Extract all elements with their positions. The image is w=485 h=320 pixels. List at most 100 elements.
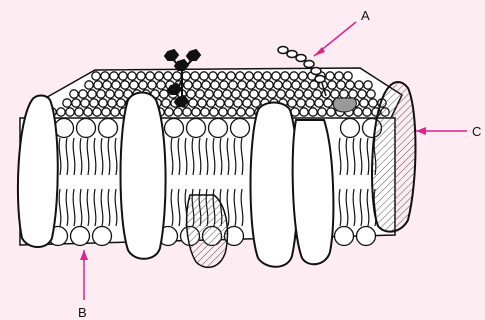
surface-head [192, 108, 200, 116]
surface-head [211, 81, 219, 89]
surface-head [355, 81, 363, 89]
surface-head [313, 90, 321, 98]
surface-head [274, 81, 282, 89]
surface-head [265, 81, 273, 89]
surface-head [119, 72, 127, 80]
surface-head [205, 90, 213, 98]
surface-head [360, 99, 368, 107]
surface-head [90, 99, 98, 107]
integral-protein-center-right [251, 103, 298, 267]
surface-head [228, 108, 236, 116]
phospholipid-head [93, 227, 112, 246]
phospholipid-head [77, 119, 96, 138]
surface-head [300, 108, 308, 116]
surface-head [281, 72, 289, 80]
surface-head [327, 108, 335, 116]
surface-head [326, 72, 334, 80]
surface-head [246, 108, 254, 116]
surface-head [349, 90, 357, 98]
label-b: B [78, 306, 87, 319]
surface-head [340, 90, 348, 98]
surface-head [218, 72, 226, 80]
surface-head [160, 90, 168, 98]
surface-head [88, 90, 96, 98]
surface-head [57, 108, 65, 116]
surface-head [299, 72, 307, 80]
phospholipid-head [231, 119, 250, 138]
surface-head [99, 99, 107, 107]
surface-head [162, 99, 170, 107]
surface-head [148, 81, 156, 89]
surface-head [187, 90, 195, 98]
label-a: A [361, 9, 370, 22]
surface-head [72, 99, 80, 107]
surface-head [367, 90, 375, 98]
surface-head [214, 90, 222, 98]
surface-head [304, 90, 312, 98]
surface-head [75, 108, 83, 116]
surface-head [193, 81, 201, 89]
surface-head [101, 72, 109, 80]
surface-head [315, 99, 323, 107]
surface-head [92, 72, 100, 80]
surface-head [207, 99, 215, 107]
surface-head [112, 81, 120, 89]
surface-head [277, 90, 285, 98]
surface-head [234, 99, 242, 107]
surface-head [344, 72, 352, 80]
surface-head [102, 108, 110, 116]
surface-protein-bump [333, 98, 356, 112]
surface-head [247, 81, 255, 89]
surface-head [295, 90, 303, 98]
phospholipid-head [165, 119, 184, 138]
surface-head [232, 90, 240, 98]
surface-head [81, 99, 89, 107]
surface-head [346, 81, 354, 89]
surface-head [106, 90, 114, 98]
surface-head [225, 99, 233, 107]
surface-head [227, 72, 235, 80]
surface-head [238, 81, 246, 89]
surface-head [137, 72, 145, 80]
surface-head [243, 99, 251, 107]
surface-head [209, 72, 217, 80]
surface-head [337, 81, 345, 89]
surface-head [309, 108, 317, 116]
surface-head [241, 90, 249, 98]
integral-protein-center-left [121, 93, 166, 259]
surface-head [331, 90, 339, 98]
surface-head [229, 81, 237, 89]
surface-head [286, 90, 294, 98]
phospholipid-head [335, 227, 354, 246]
surface-head [268, 90, 276, 98]
surface-head [328, 81, 336, 89]
surface-head [103, 81, 111, 89]
surface-head [139, 81, 147, 89]
phospholipid-head [209, 119, 228, 138]
surface-head [84, 108, 92, 116]
phospholipid-head [341, 119, 360, 138]
surface-head [174, 108, 182, 116]
surface-head [358, 90, 366, 98]
surface-head [223, 90, 231, 98]
surface-head [318, 108, 326, 116]
surface-head [183, 108, 191, 116]
surface-head [184, 81, 192, 89]
surface-head [173, 72, 181, 80]
surface-head [164, 72, 172, 80]
surface-head [210, 108, 218, 116]
integral-protein-left [18, 96, 58, 248]
surface-head [220, 81, 228, 89]
surface-head [297, 99, 305, 107]
surface-head [245, 72, 253, 80]
surface-head [363, 108, 371, 116]
surface-head [66, 108, 74, 116]
label-c: C [472, 125, 481, 138]
surface-head [252, 99, 260, 107]
surface-head [202, 81, 210, 89]
surface-head [93, 108, 101, 116]
surface-head [70, 90, 78, 98]
surface-head [130, 81, 138, 89]
surface-head [292, 81, 300, 89]
surface-head [272, 72, 280, 80]
